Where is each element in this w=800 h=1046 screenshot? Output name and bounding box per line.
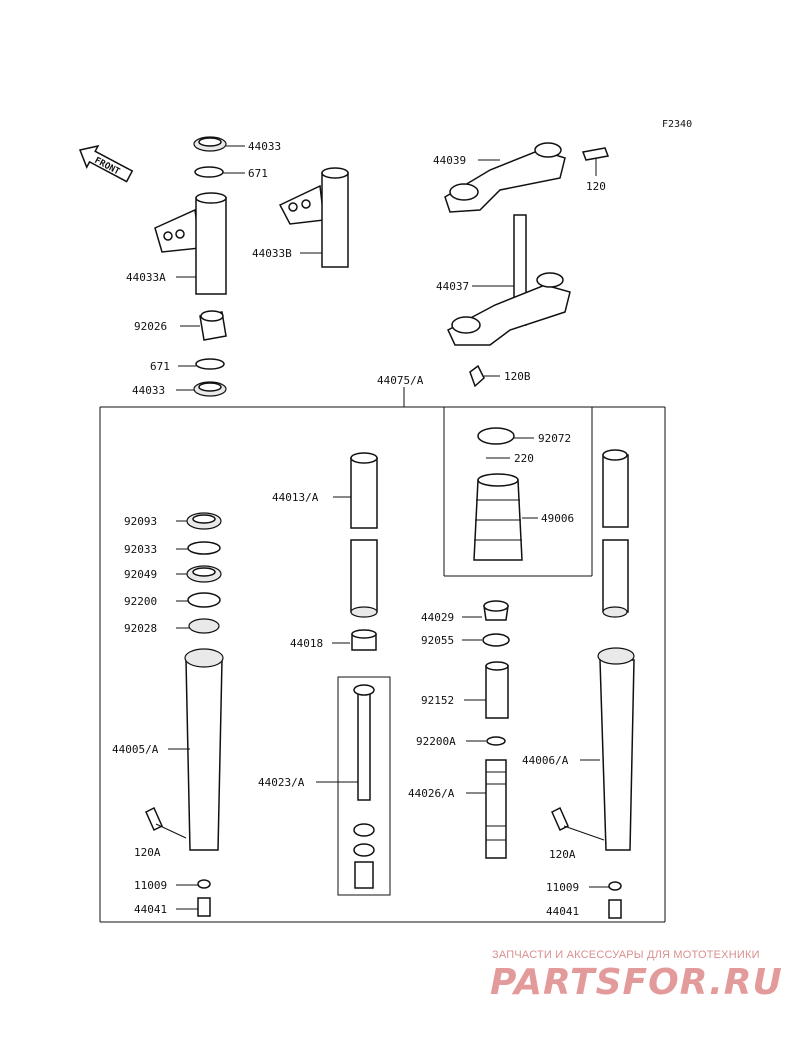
upper-bracket-parts bbox=[154, 136, 349, 397]
label-44033B: 44033B bbox=[252, 247, 292, 260]
label-92026: 92026 bbox=[134, 320, 167, 333]
label-44029: 44029 bbox=[421, 611, 454, 624]
triple-clamp-parts bbox=[444, 142, 610, 388]
front-arrow-icon: FRONT bbox=[78, 144, 134, 183]
label-92152: 92152 bbox=[421, 694, 454, 707]
label-44041-left: 44041 bbox=[134, 903, 167, 916]
label-92028: 92028 bbox=[124, 622, 157, 635]
figure-code: F2340 bbox=[662, 119, 693, 130]
label-44037: 44037 bbox=[436, 280, 469, 293]
label-44005A: 44005/A bbox=[112, 743, 159, 756]
label-120A-right: 120A bbox=[549, 848, 576, 861]
label-92200: 92200 bbox=[124, 595, 157, 608]
label-671-bot: 671 bbox=[150, 360, 170, 373]
watermark-logo: PARTSFOR.RU bbox=[490, 962, 783, 1003]
label-92093: 92093 bbox=[124, 515, 157, 528]
label-44075A: 44075/A bbox=[377, 374, 424, 387]
label-92072: 92072 bbox=[538, 432, 571, 445]
label-44033-top: 44033 bbox=[248, 140, 281, 153]
label-11009-left: 11009 bbox=[134, 879, 167, 892]
damper-parts bbox=[462, 600, 510, 859]
label-220: 220 bbox=[514, 452, 534, 465]
left-fork-parts bbox=[145, 512, 224, 917]
label-120A-left: 120A bbox=[134, 846, 161, 859]
inner-tube-parts bbox=[316, 452, 391, 896]
watermark-tagline: ЗАПЧАСТИ И АКСЕССУАРЫ ДЛЯ МОТОТЕХНИКИ bbox=[492, 949, 760, 961]
assembly-bracket-lines bbox=[99, 387, 666, 923]
right-fork-parts bbox=[551, 449, 635, 919]
label-44033A: 44033A bbox=[126, 271, 166, 284]
part-labels: 44033 671 44033A 44033B 92026 671 44033 … bbox=[112, 140, 606, 918]
label-671-top: 671 bbox=[248, 167, 268, 180]
label-44041-right: 44041 bbox=[546, 905, 579, 918]
label-92055: 92055 bbox=[421, 634, 454, 647]
label-92033: 92033 bbox=[124, 543, 157, 556]
label-44018: 44018 bbox=[290, 637, 323, 650]
fork-boot-parts bbox=[473, 427, 538, 561]
label-120: 120 bbox=[586, 180, 606, 193]
label-92049: 92049 bbox=[124, 568, 157, 581]
label-44026A: 44026/A bbox=[408, 787, 455, 800]
label-44039: 44039 bbox=[433, 154, 466, 167]
label-92200A: 92200A bbox=[416, 735, 456, 748]
label-44006A: 44006/A bbox=[522, 754, 569, 767]
label-49006: 49006 bbox=[541, 512, 574, 525]
label-11009-right: 11009 bbox=[546, 881, 579, 894]
label-44013A: 44013/A bbox=[272, 491, 319, 504]
label-44023A: 44023/A bbox=[258, 776, 305, 789]
label-120B: 120B bbox=[504, 370, 531, 383]
label-44033-bot: 44033 bbox=[132, 384, 165, 397]
